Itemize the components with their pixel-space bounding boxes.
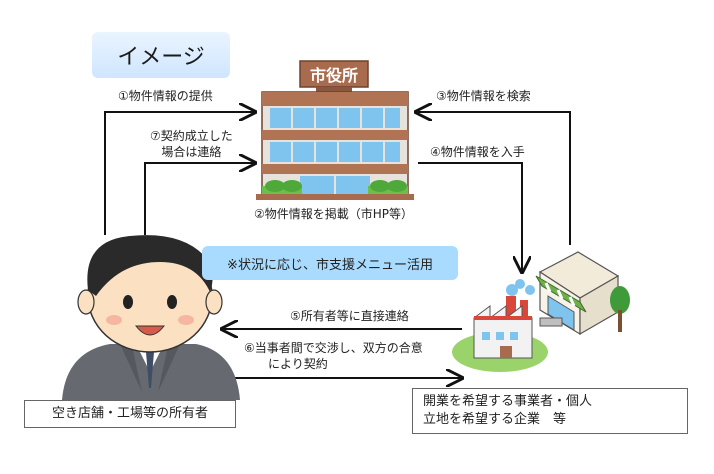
arrow-search-info [416,112,571,245]
business-label-line2: 立地を希望する企業 等 [423,412,567,427]
city-hall-sign-text: 市役所 [309,66,358,85]
step-7-label: ⑦契約成立した 場合は連絡 [150,128,233,160]
step-7-line1: ⑦契約成立した [150,129,233,143]
shop-icon [535,251,630,336]
step-2-label: ②物件情報を掲載（市HP等） [254,207,414,221]
arrow-provide-info [104,112,255,235]
support-menu-text: ※状況に応じ、市支援メニュー活用 [227,257,433,273]
business-label-line1: 開業を希望する事業者・個人 [423,394,593,409]
step-6-line2: により契約 [268,357,328,371]
step-1-label: ①物件情報の提供 [118,89,213,103]
step-5-label: ⑤所有者等に直接連絡 [290,309,409,323]
step-7-line2: 場合は連絡 [161,145,222,159]
owner-label: 空き店舗・工場等の所有者 [51,406,208,421]
city-hall-sign: 市役所 [300,61,368,87]
arrow-obtain-info [418,162,522,272]
business-label-box: 開業を希望する事業者・個人 立地を希望する企業 等 [412,388,688,434]
factory-icon [452,279,548,372]
step-6-label: ⑥当事者間で交渉し、双方の合意 により契約 [244,340,423,372]
owner-person-icon [62,235,240,400]
owner-label-box: 空き店舗・工場等の所有者 [24,400,236,428]
support-menu-banner: ※状況に応じ、市支援メニュー活用 [202,246,458,280]
step-3-label: ③物件情報を検索 [436,89,531,103]
arrow-report-contract [144,163,255,235]
page-title: イメージ [117,45,205,70]
title-badge: イメージ [92,32,230,78]
city-hall-building-icon [256,60,414,200]
step-4-label: ④物件情報を入手 [430,145,525,159]
step-6-line1: ⑥当事者間で交渉し、双方の合意 [244,341,423,355]
